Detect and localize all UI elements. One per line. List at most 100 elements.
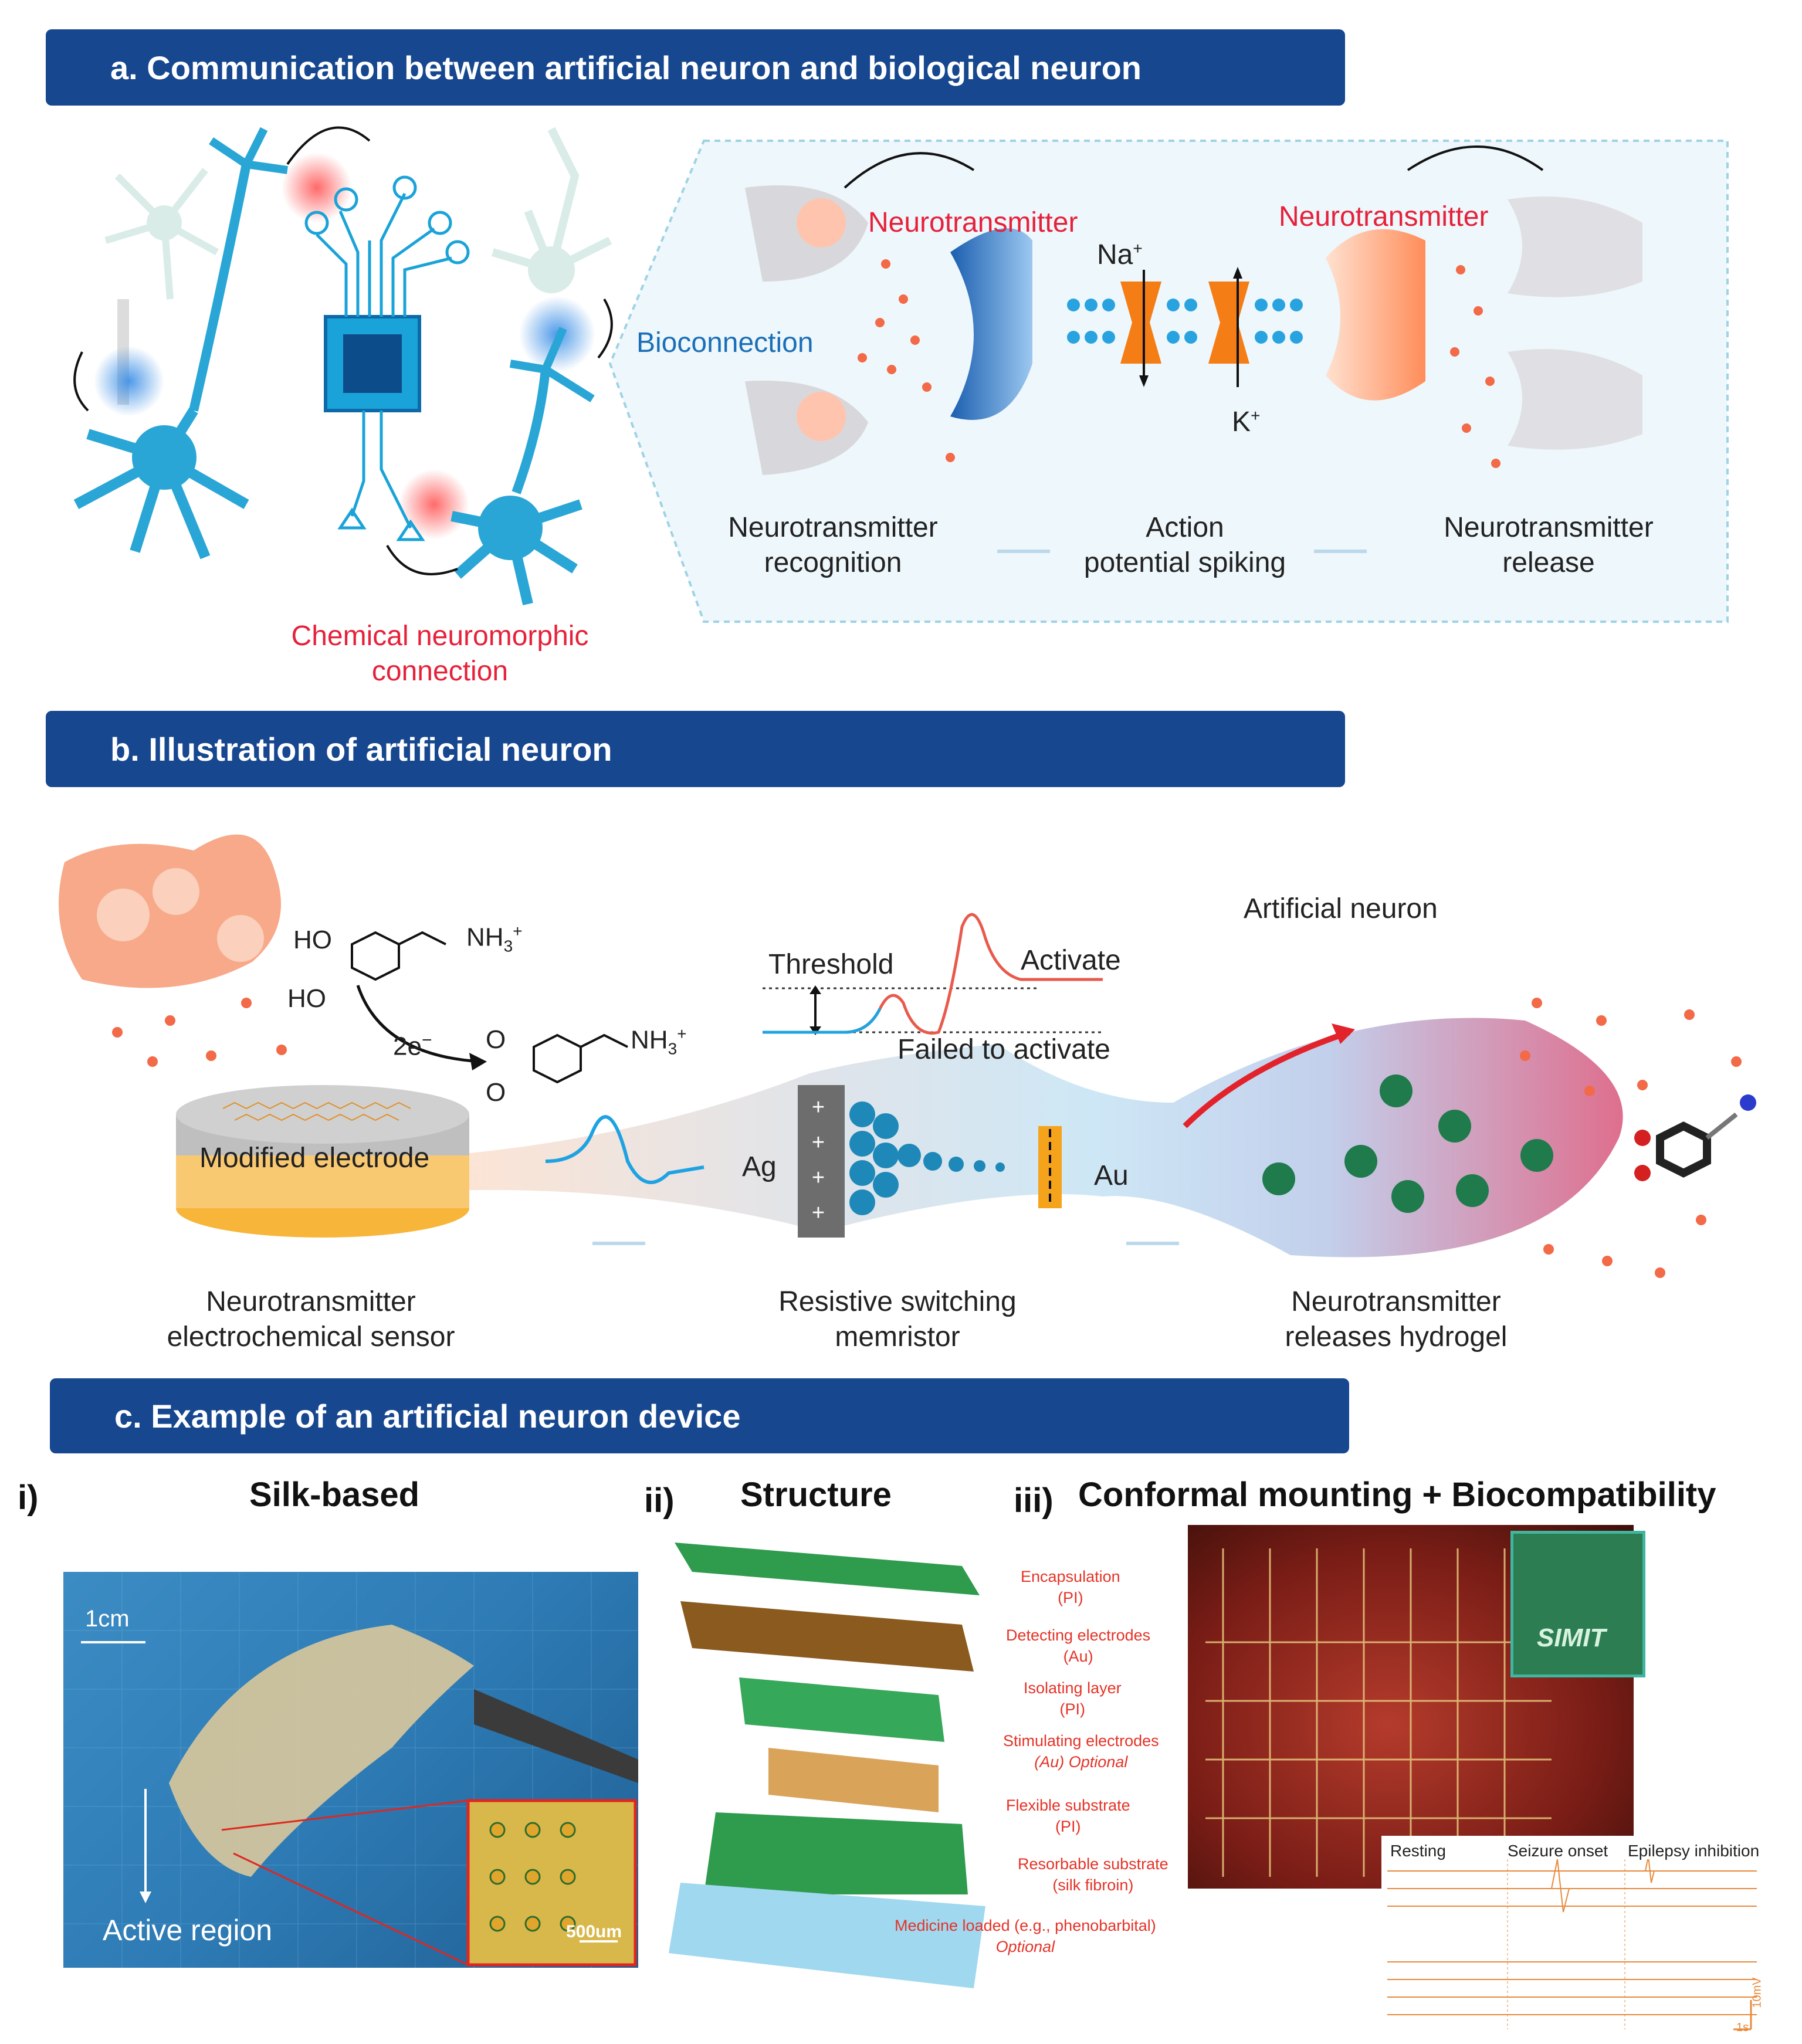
glow-blue-left	[94, 346, 164, 416]
glow-red-top	[282, 152, 352, 223]
panel-c-ii-title: Structure	[740, 1476, 892, 1514]
artificial-neuron-body	[446, 1018, 1623, 1257]
layer-flexible	[704, 1812, 968, 1894]
silk-device-drawing	[63, 1572, 638, 1968]
hydrogel-particles	[1262, 1074, 1553, 1213]
ho-top-label: HO	[293, 926, 332, 954]
quinone-o-bottom: O	[486, 1078, 506, 1107]
layer-stimulating	[768, 1748, 939, 1812]
eeg-scale-time: 1s	[1736, 2021, 1749, 2034]
eeg-header-resting: Resting	[1390, 1842, 1446, 1860]
arrow-right	[597, 298, 613, 359]
layer-label-detecting: Detecting electrodes(Au)	[1006, 1626, 1151, 1666]
svg-text:+: +	[812, 1095, 825, 1120]
eeg-header-inhibition: Epilepsy inhibition	[1628, 1842, 1760, 1860]
panel-c-ii-label: ii)	[644, 1482, 675, 1520]
panel-b-banner: b. Illustration of artificial neuron	[46, 711, 1345, 787]
bio-neuron-bottom-left	[73, 127, 288, 560]
failed-label: Failed to activate	[897, 1034, 1110, 1065]
layer-stack-diagram	[669, 1543, 985, 1988]
panel-a-title: a. Communication between artificial neur…	[110, 49, 1142, 86]
vesicles	[97, 868, 264, 962]
active-region-label: Active region	[103, 1914, 273, 1947]
artificial-neuron-label: Artificial neuron	[1244, 893, 1438, 924]
bio-neuron-bottom-right	[450, 327, 595, 606]
activation-plot	[763, 913, 1103, 1035]
released-dots-left	[112, 998, 287, 1067]
arrow-left	[73, 351, 89, 412]
eeg-header-seizure: Seizure onset	[1508, 1842, 1608, 1860]
layer-detecting	[680, 1601, 974, 1672]
threshold-label: Threshold	[768, 949, 894, 980]
oxidation-arrow	[356, 985, 482, 1063]
neurotransmitter-dots	[858, 259, 1500, 468]
released-dots-right	[1520, 998, 1742, 1278]
two-electron-label: 2e−	[393, 1031, 432, 1061]
silk-device-photo	[63, 1572, 638, 1968]
activate-label: Activate	[1021, 945, 1121, 976]
layer-label-flexible: Flexible substrate(PI)	[1006, 1796, 1130, 1836]
panel-a-banner: a. Communication between artificial neur…	[46, 29, 1345, 106]
ho-bottom-label: HO	[287, 984, 326, 1013]
layer-resorbable	[669, 1883, 985, 1988]
nh3-bottom-label: NH3+	[631, 1025, 687, 1058]
layer-encapsulation	[675, 1543, 980, 1595]
brain-electrode-grid	[1205, 1548, 1552, 1877]
svg-text:+: +	[812, 1201, 825, 1225]
arrow-release-right	[1407, 145, 1544, 171]
bioconnection-label: Bioconnection	[636, 327, 814, 358]
bio-neuron-top-right	[491, 127, 612, 293]
eeg-scale-voltage: 10mV	[1750, 1977, 1764, 2008]
panel-b-illustration: + + + +	[59, 834, 1756, 1278]
panel-c-i-label: i)	[18, 1479, 39, 1517]
neuromorphic-chip	[304, 175, 470, 541]
panel-b-title: b. Illustration of artificial neuron	[110, 730, 612, 768]
panel-c-iii-title: Conformal mounting + Biocompatibility	[1078, 1476, 1716, 1514]
neurotransmitter-label-right: Neurotransmitter	[1279, 201, 1489, 232]
glow-red-bottom	[399, 469, 469, 540]
layer-label-encapsulation: Encapsulation(PI)	[1021, 1568, 1120, 1607]
ag-label: Ag	[742, 1151, 777, 1182]
membrane-ion-channels	[1067, 267, 1303, 387]
postsynaptic-terminal-right	[1508, 196, 1642, 450]
eeg-traces-panel: Resting Seizure onset Epilepsy inhibitio…	[1381, 1836, 1769, 2035]
scale-1cm: 1cm	[85, 1606, 130, 1632]
layer-label-stimulating: Stimulating electrodes(Au) Optional	[1003, 1732, 1159, 1771]
eeg-trace-lines	[1387, 1859, 1757, 2031]
scale-500um: 500um	[566, 1922, 622, 1941]
release-arrow	[1183, 1029, 1350, 1128]
artificial-postsynaptic-blue	[950, 228, 1032, 420]
artificial-presynaptic-orange	[1326, 229, 1425, 401]
layer-label-resorbable: Resorbable substrate(silk fibroin)	[1018, 1855, 1168, 1894]
nh3-top-label: NH3+	[466, 922, 523, 955]
au-label: Au	[1094, 1160, 1129, 1191]
simit-logo-inset: SIMIT	[1510, 1531, 1645, 1677]
panel-c-title: c. Example of an artificial neuron devic…	[114, 1397, 741, 1435]
dopamine-molecule	[1634, 1094, 1756, 1181]
modified-electrode-label: Modified electrode	[199, 1143, 430, 1174]
quinone-ring	[533, 1033, 582, 1084]
svg-text:+: +	[812, 1130, 825, 1155]
svg-text:+: +	[812, 1165, 825, 1190]
layer-isolating	[739, 1677, 944, 1742]
panel-c-banner: c. Example of an artificial neuron devic…	[50, 1378, 1349, 1453]
quinone-o-top: O	[486, 1025, 506, 1054]
layer-label-medicine: Medicine loaded (e.g., phenobarbital)Opt…	[895, 1917, 1156, 1956]
arrow-top	[286, 126, 371, 165]
na-label: Na+	[1097, 239, 1143, 270]
dopamine-ring	[351, 931, 400, 981]
chemical-connection-label: Chemical neuromorphic connection	[291, 621, 589, 687]
modified-electrode-disc	[176, 1085, 469, 1238]
layer-label-isolating: Isolating layer(PI)	[1024, 1679, 1122, 1718]
memristor	[798, 1085, 1062, 1238]
synapse-callout-panel	[608, 140, 1729, 623]
neurotransmitter-label-left: Neurotransmitter	[868, 207, 1078, 238]
arrow-bottom	[386, 545, 458, 575]
simit-logo-text: SIMIT	[1537, 1623, 1606, 1652]
